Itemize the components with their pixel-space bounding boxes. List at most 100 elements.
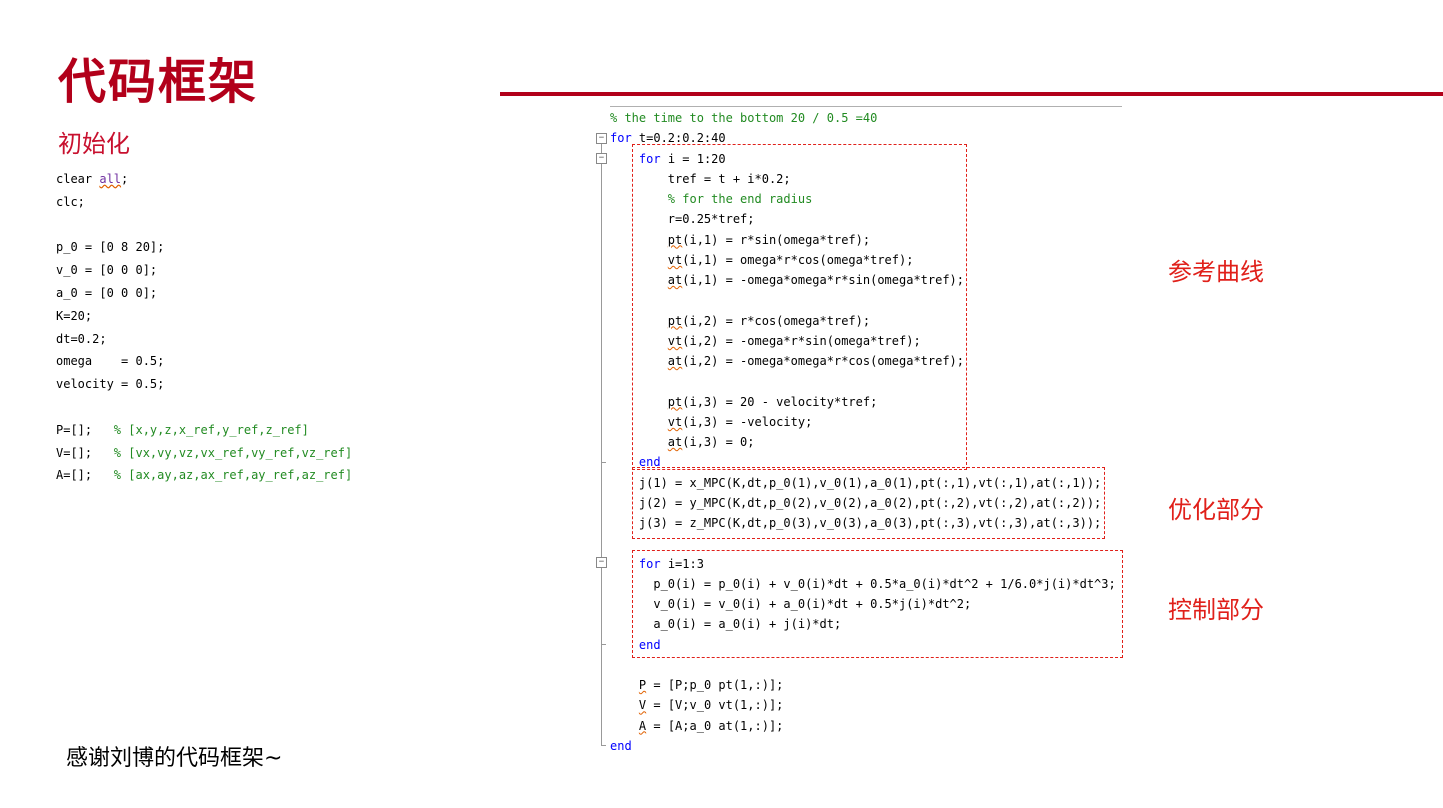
code-line: j(1) = x_MPC(K,dt,p_0(1),v_0(1),a_0(1),p… (610, 473, 1116, 493)
code-token: at (667, 273, 683, 287)
code-line (56, 214, 352, 237)
code-token: j(2) = y_MPC(K,dt,p_0(2),v_0(2),a_0(2),p… (610, 495, 1102, 510)
code-token: = [P;p_0 pt(1,:)]; (646, 678, 784, 692)
optimization-box (632, 467, 1105, 539)
code-line: % for the end radius (610, 189, 1116, 209)
code-line: V=[]; % [vx,vy,vz,vx_ref,vy_ref,vz_ref] (56, 442, 352, 465)
code-line: end (610, 736, 1116, 756)
editor-top-rule (610, 106, 1122, 107)
code-token: V=[]; (56, 445, 114, 460)
code-line: A = [A;a_0 at(1,:)]; (610, 716, 1116, 736)
code-token: V (638, 698, 647, 713)
code-token: all (99, 172, 122, 186)
code-token: % [ax,ay,az,ax_ref,ay_ref,az_ref] (113, 468, 353, 483)
code-token: % for the end radius (667, 192, 813, 206)
acknowledgement-text: 感谢刘博的代码框架~ (66, 746, 283, 771)
code-token: i=1:3 (660, 556, 704, 571)
code-line: end (610, 452, 1116, 472)
code-line: for i = 1:20 (610, 149, 1116, 169)
code-fold-guide (601, 141, 602, 745)
code-line: end (610, 635, 1116, 655)
code-token: (i,3) = 0; (682, 435, 755, 449)
code-line: vt(i,1) = omega*r*cos(omega*tref); (610, 250, 1116, 270)
code-token: pt (667, 313, 683, 328)
fold-end-tick (601, 644, 606, 645)
code-token: p_0 = [0 8 20]; (56, 240, 165, 255)
code-token: omega = 0.5; (56, 354, 165, 369)
optimization-label: 优化部分 (1168, 496, 1264, 524)
code-token: % [vx,vy,vz,vx_ref,vy_ref,vz_ref] (113, 445, 353, 460)
code-token: for (610, 131, 632, 146)
code-token: vt (667, 333, 683, 348)
code-token: P (638, 678, 647, 692)
code-line: vt(i,2) = -omega*r*sin(omega*tref); (610, 331, 1116, 351)
code-token: v_0(i) = v_0(i) + a_0(i)*dt + 0.5*j(i)*d… (610, 597, 972, 611)
code-token: (i,2) = -omega*omega*r*cos(omega*tref); (682, 354, 965, 368)
page-title: 代码框架 (58, 54, 259, 110)
code-line: v_0(i) = v_0(i) + a_0(i)*dt + 0.5*j(i)*d… (610, 594, 1116, 614)
code-token: dt=0.2; (56, 331, 107, 346)
code-token: clc; (56, 194, 85, 209)
code-line: pt(i,3) = 20 - velocity*tref; (610, 392, 1116, 412)
code-token: (i,2) = r*cos(omega*tref); (682, 313, 871, 328)
code-token: clear (56, 172, 100, 186)
code-token: = [V;v_0 vt(1,:)]; (646, 698, 784, 713)
code-token: at (667, 354, 683, 368)
code-line: at(i,2) = -omega*omega*r*cos(omega*tref)… (610, 351, 1116, 371)
code-token: j(3) = z_MPC(K,dt,p_0(3),v_0(3),a_0(3),p… (610, 516, 1102, 530)
code-token: (i,1) = omega*r*cos(omega*tref); (682, 252, 914, 267)
code-token: for (638, 556, 661, 571)
code-token: end (610, 738, 632, 753)
code-token: vt (667, 414, 683, 429)
code-line: at(i,1) = -omega*omega*r*sin(omega*tref)… (610, 270, 1116, 290)
code-line: p_0(i) = p_0(i) + v_0(i)*dt + 0.5*a_0(i)… (610, 574, 1116, 594)
code-token: for (638, 151, 661, 166)
code-line: P=[]; % [x,y,z,x_ref,y_ref,z_ref] (56, 419, 352, 442)
code-line: K=20; (56, 305, 352, 328)
code-line: A=[]; % [ax,ay,az,ax_ref,ay_ref,az_ref] (56, 464, 352, 487)
code-token: pt (667, 232, 683, 247)
code-token: A=[]; (56, 468, 114, 483)
code-line: a_0(i) = a_0(i) + j(i)*dt; (610, 614, 1116, 634)
code-line: j(3) = z_MPC(K,dt,p_0(3),v_0(3),a_0(3),p… (610, 513, 1116, 533)
code-line: p_0 = [0 8 20]; (56, 236, 352, 259)
code-token: % [x,y,z,x_ref,y_ref,z_ref] (113, 422, 309, 437)
code-line: for i=1:3 (610, 554, 1116, 574)
code-line: P = [P;p_0 pt(1,:)]; (610, 675, 1116, 695)
code-line: tref = t + i*0.2; (610, 169, 1116, 189)
code-token: pt (667, 394, 683, 409)
fold-toggle-icon[interactable]: − (596, 557, 607, 568)
code-token: (i,2) = -omega*r*sin(omega*tref); (682, 333, 921, 348)
reference-curve-label: 参考曲线 (1168, 258, 1264, 286)
code-line: vt(i,3) = -velocity; (610, 412, 1116, 432)
code-line: pt(i,2) = r*cos(omega*tref); (610, 311, 1116, 331)
fold-toggle-icon[interactable]: − (596, 153, 607, 164)
code-token: (i,3) = 20 - velocity*tref; (682, 394, 878, 409)
section-subtitle: 初始化 (58, 130, 130, 158)
code-line: dt=0.2; (56, 328, 352, 351)
code-token (610, 719, 639, 733)
code-line: a_0 = [0 0 0]; (56, 282, 352, 305)
code-token: end (638, 637, 661, 652)
fold-toggle-icon[interactable]: − (596, 133, 607, 144)
code-line: % the time to the bottom 20 / 0.5 =40 (610, 108, 1116, 128)
code-line: v_0 = [0 0 0]; (56, 259, 352, 282)
code-token: a_0(i) = a_0(i) + j(i)*dt; (610, 617, 842, 632)
code-line: velocity = 0.5; (56, 373, 352, 396)
code-line (56, 396, 352, 419)
control-label: 控制部分 (1168, 596, 1264, 624)
code-token: p_0(i) = p_0(i) + v_0(i)*dt + 0.5*a_0(i)… (610, 576, 1116, 591)
code-line: for t=0.2:0.2:40 (610, 128, 1116, 148)
fold-end-tick (601, 745, 606, 746)
code-token: (i,3) = -velocity; (682, 414, 813, 429)
code-line: omega = 0.5; (56, 350, 352, 373)
code-line: clear all; (56, 168, 352, 191)
code-token: ; (121, 172, 129, 186)
code-line: clc; (56, 191, 352, 214)
code-token: vt (667, 252, 683, 267)
code-line: r=0.25*tref; (610, 209, 1116, 229)
code-token: tref = t + i*0.2; (610, 171, 791, 186)
code-token: t=0.2:0.2:40 (631, 131, 726, 146)
code-token: r=0.25*tref; (610, 212, 755, 227)
